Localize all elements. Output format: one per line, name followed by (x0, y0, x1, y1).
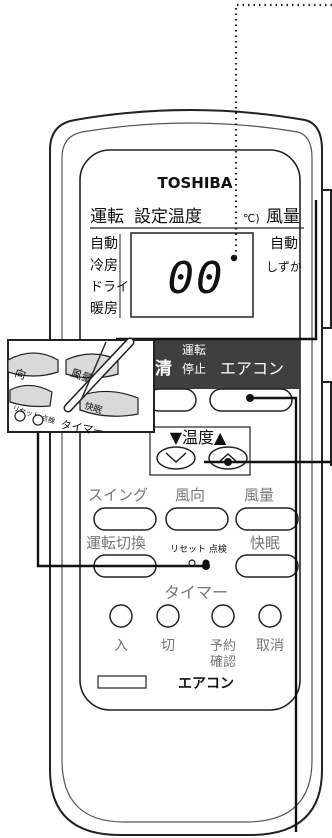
aircon-label: エアコン (220, 359, 284, 378)
fan-speed-button[interactable] (235, 507, 299, 531)
model-label-box (97, 675, 147, 689)
timer-reserve-button[interactable] (211, 604, 235, 628)
operation-label: 運転 (90, 207, 124, 227)
sleep-label: 快眠 (250, 534, 280, 552)
swing-label: スイング (88, 486, 148, 504)
temp-unit-label: ℃) (243, 212, 260, 225)
set-temp-label: 設定温度 (134, 207, 202, 227)
swing-button[interactable] (93, 507, 157, 531)
louver-label: 風向 (175, 486, 205, 504)
start-stop-button[interactable] (147, 388, 197, 412)
leader-lines (36, 200, 332, 832)
sleep-button[interactable] (235, 554, 299, 578)
fan-auto: 自動 (270, 236, 298, 252)
mode-cool: 冷房 (90, 258, 118, 274)
timer-reserve-label-line2: 確認 (210, 654, 236, 670)
louver-button[interactable] (165, 507, 229, 531)
timer-off-button[interactable] (156, 604, 180, 628)
reset-check-label: リセット 点検 (170, 543, 227, 555)
fan-speed-label: 風量 (244, 486, 274, 504)
timer-cancel-button[interactable] (258, 604, 282, 628)
model-label: エアコン (178, 676, 234, 692)
inset-louver-label: 向 (13, 366, 28, 383)
temperature-label: ▼温度▲ (170, 428, 227, 447)
mode-list-left: 自動 冷房 ドライ 暖房 (90, 234, 129, 318)
mode-list-right: 自動 しずか (266, 236, 302, 274)
mode-switch-label: 運転切換 (86, 534, 146, 552)
chevron-down-icon (165, 452, 187, 464)
temp-down-button[interactable] (156, 446, 196, 470)
chevron-up-icon (217, 452, 239, 464)
temperature-control-frame (149, 426, 251, 476)
mode-heat: 暖房 (90, 301, 118, 317)
mode-dry: ドライ (90, 280, 129, 295)
timer-cancel-label: 取消 (256, 638, 284, 654)
timer-off-label: 切 (161, 638, 175, 654)
timer-label: タイマー (164, 583, 228, 602)
lcd-display (130, 232, 254, 318)
start-stop-label-line2: 停止 (182, 361, 206, 376)
remote-inner-edge (61, 122, 313, 823)
mode-auto: 自動 (90, 236, 118, 252)
timer-on-label: 入 (114, 638, 128, 654)
lcd-temperature-value: 00 (168, 253, 225, 304)
start-stop-label-line1: 運転 (182, 343, 206, 357)
timer-reserve-label-line1: 予約 (210, 639, 236, 654)
reset-inset: 向 風量 リセット 点検 快眠 タイマー (7, 337, 155, 439)
side-callout-tabs (322, 189, 332, 466)
fan-quiet: しずか (266, 260, 302, 274)
fan-label: 風量 (266, 207, 300, 227)
timer-on-button[interactable] (109, 604, 133, 628)
brand-logo: TOSHIBA (158, 174, 233, 192)
